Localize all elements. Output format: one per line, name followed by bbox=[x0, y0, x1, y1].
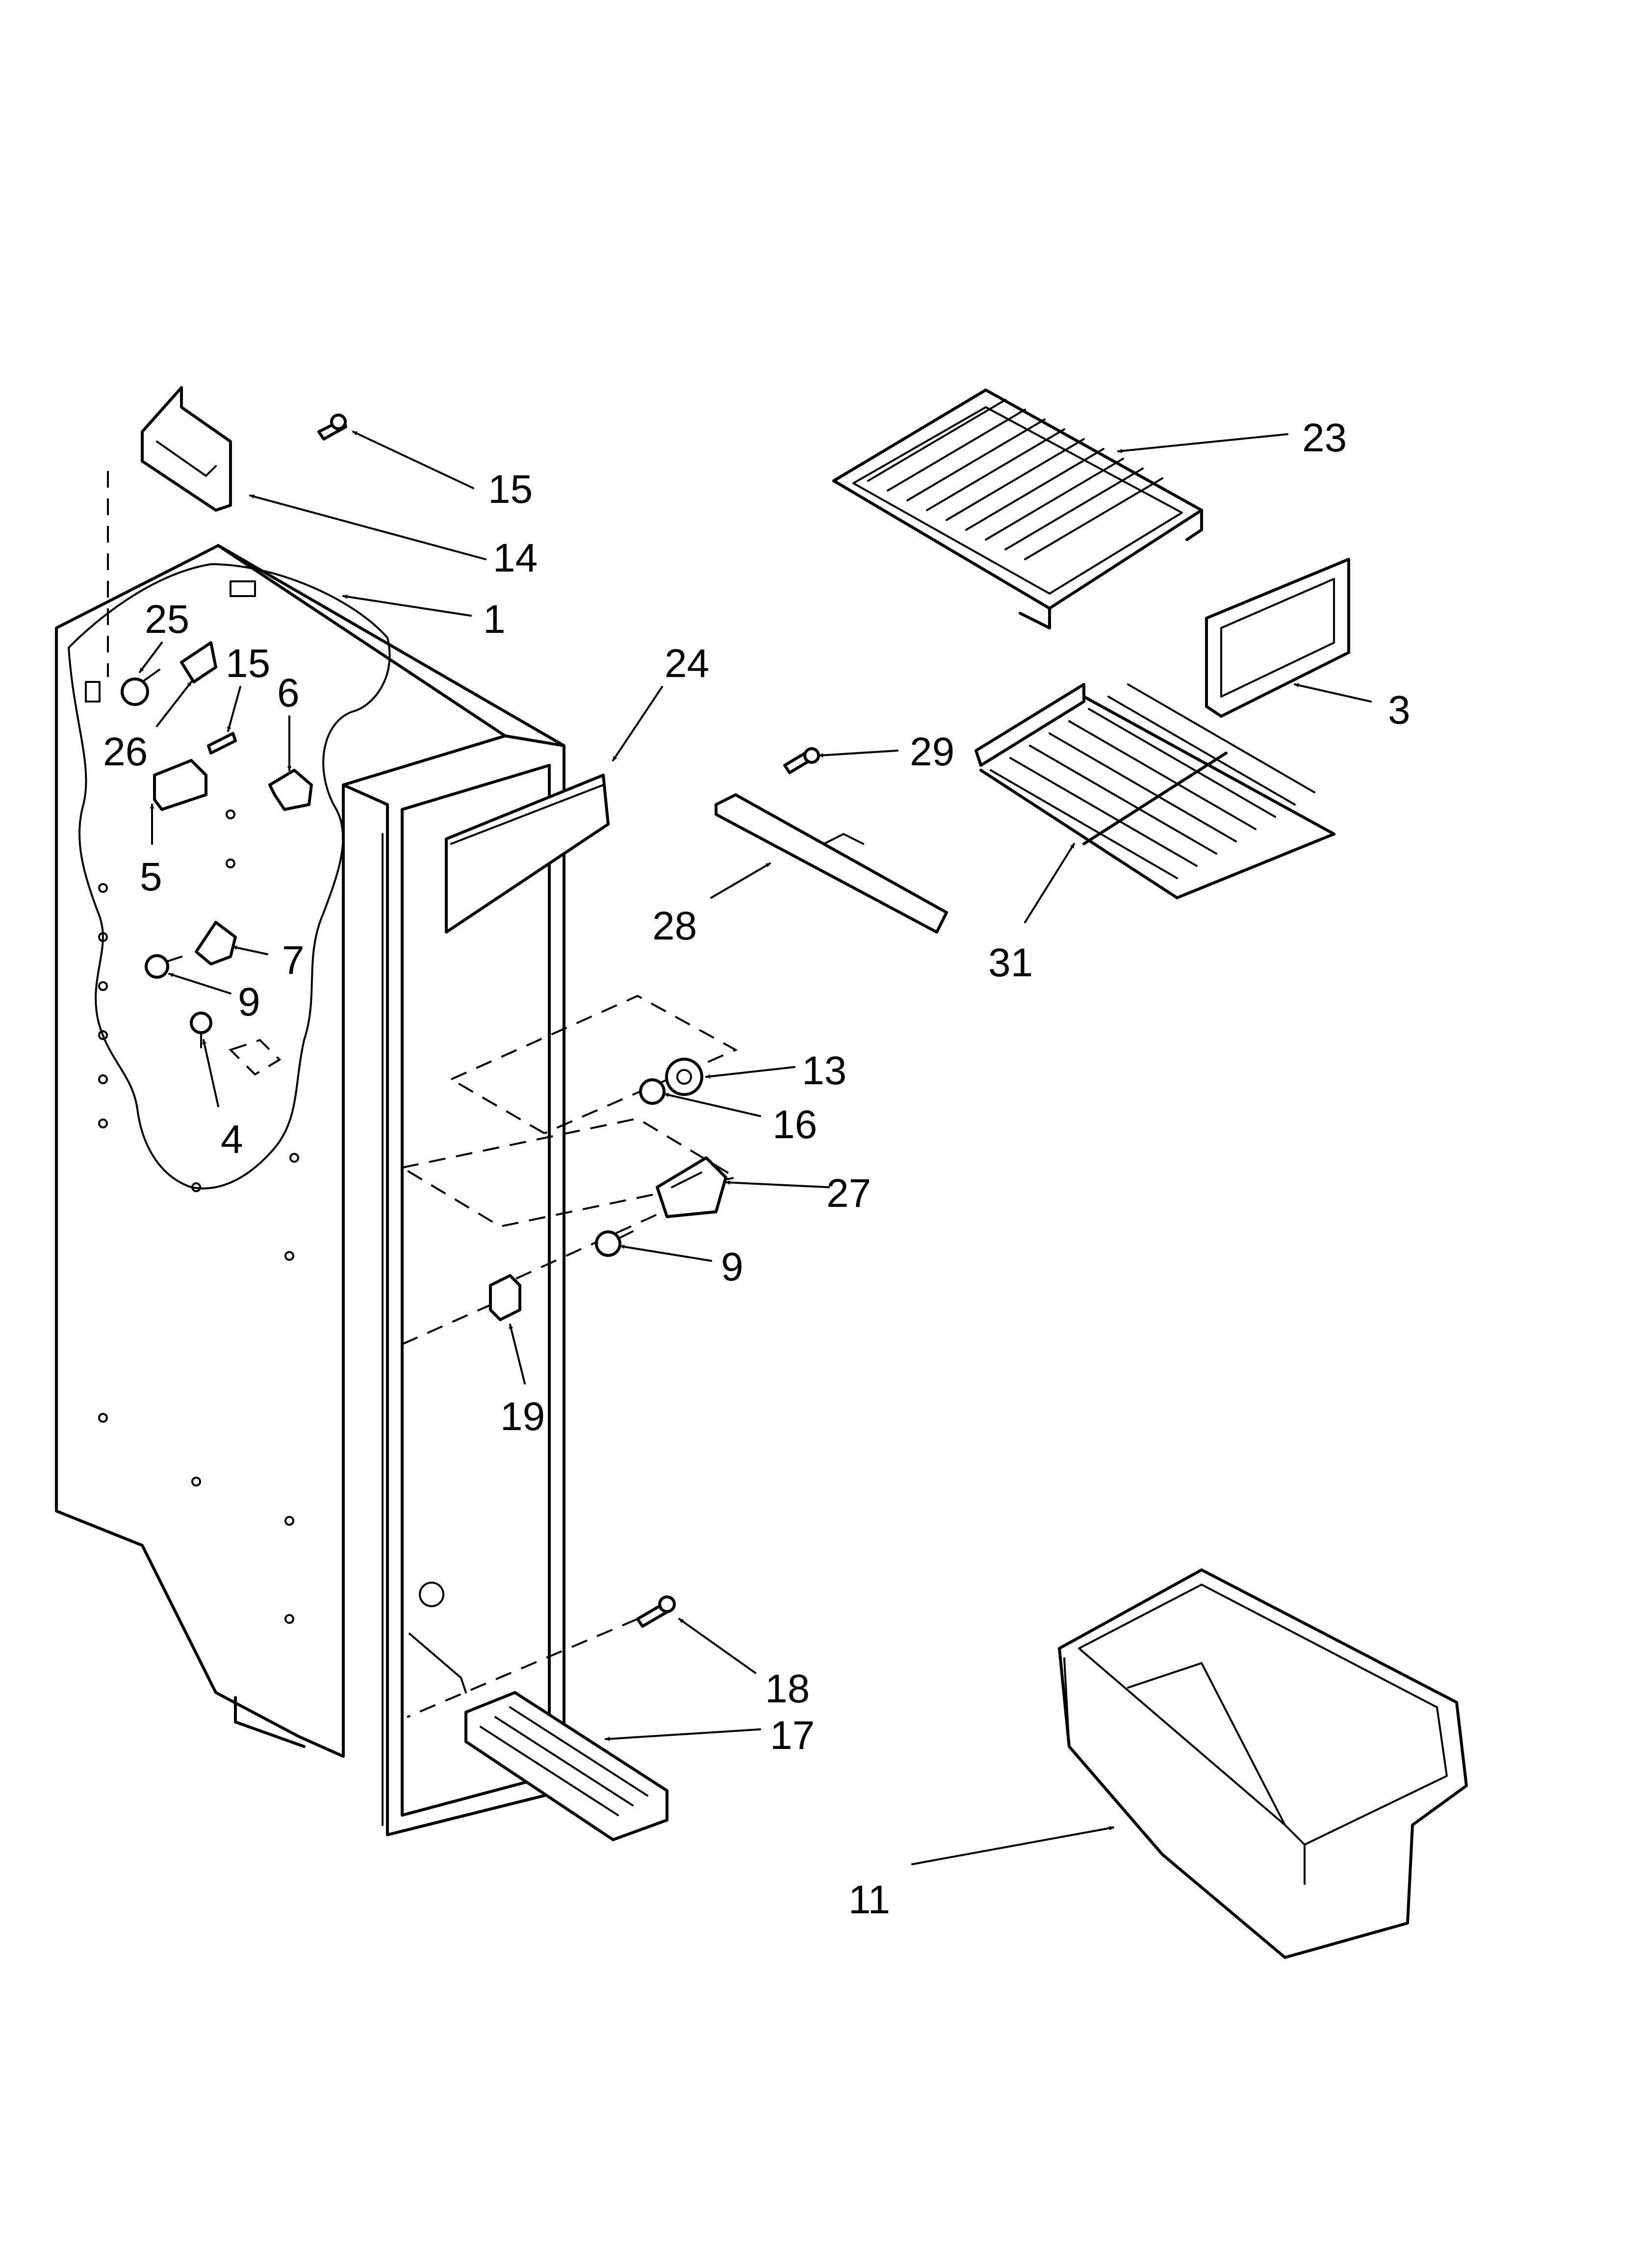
bracket-5 bbox=[153, 759, 207, 811]
callout-16: 16 bbox=[772, 1102, 817, 1147]
callout-4: 4 bbox=[221, 1117, 243, 1162]
callout-31: 31 bbox=[988, 940, 1033, 985]
callout-14: 14 bbox=[493, 536, 538, 580]
shelf-23 bbox=[832, 389, 1203, 629]
leader-arrows bbox=[139, 431, 1372, 1865]
callout-labels: 15 14 1 25 15 6 26 5 7 9 4 24 23 3 29 28… bbox=[103, 416, 1411, 1922]
switch-19 bbox=[489, 1274, 521, 1321]
trim-24 bbox=[445, 774, 610, 934]
hinge-27 bbox=[656, 1156, 727, 1218]
callout-25: 25 bbox=[145, 597, 189, 642]
callout-11: 11 bbox=[848, 1877, 890, 1922]
screw-9-left bbox=[145, 954, 182, 979]
callout-6: 6 bbox=[277, 671, 300, 715]
callout-9-left: 9 bbox=[238, 980, 260, 1024]
screw-4 bbox=[190, 1012, 212, 1048]
callout-19: 19 bbox=[500, 1394, 545, 1439]
screw-15-top bbox=[317, 414, 347, 441]
light-bulb-25 bbox=[121, 669, 160, 706]
bin-11 bbox=[1058, 1568, 1468, 1959]
callout-18: 18 bbox=[765, 1667, 810, 1711]
callout-17: 17 bbox=[770, 1713, 815, 1758]
callout-13: 13 bbox=[802, 1048, 847, 1093]
grille-17 bbox=[464, 1691, 668, 1841]
callout-26: 26 bbox=[103, 730, 148, 774]
callout-23: 23 bbox=[1302, 416, 1347, 460]
callout-3: 3 bbox=[1388, 688, 1411, 732]
shelf-3 bbox=[1205, 558, 1350, 718]
callout-28: 28 bbox=[652, 904, 697, 948]
callout-15-middle: 15 bbox=[226, 641, 270, 686]
front-frame bbox=[107, 471, 739, 1836]
shelf-23-ribs bbox=[867, 399, 1163, 560]
rail-28 bbox=[715, 793, 948, 934]
cam-13 bbox=[665, 1058, 703, 1096]
callout-15-top: 15 bbox=[488, 467, 533, 512]
liner-holes bbox=[98, 809, 299, 1624]
callout-1: 1 bbox=[483, 597, 506, 642]
wire-shelf-31 bbox=[975, 683, 1335, 899]
callout-5: 5 bbox=[140, 855, 162, 899]
callout-9-right: 9 bbox=[721, 1245, 744, 1289]
callout-7: 7 bbox=[282, 938, 305, 983]
freezer-liner bbox=[55, 544, 565, 1758]
screw-15-middle bbox=[207, 732, 237, 755]
callout-29: 29 bbox=[910, 730, 954, 774]
screw-29 bbox=[783, 747, 820, 774]
switch-6 bbox=[268, 769, 313, 811]
light-socket-26 bbox=[180, 641, 217, 683]
callout-27: 27 bbox=[826, 1171, 871, 1216]
screw-9-right bbox=[595, 1230, 634, 1257]
wire-shelf-31-wires bbox=[990, 683, 1315, 879]
screw-18 bbox=[636, 1595, 676, 1628]
screw-16 bbox=[639, 1078, 666, 1105]
callout-24: 24 bbox=[665, 641, 709, 686]
hinge-bracket-14 bbox=[141, 386, 232, 512]
